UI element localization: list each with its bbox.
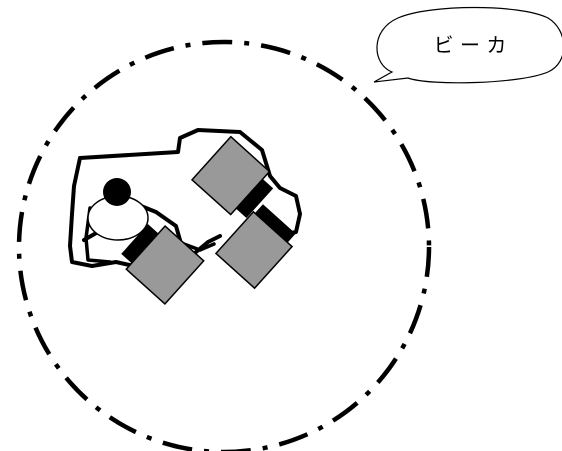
electrode-c-terminal — [254, 204, 296, 243]
sensor-bulb — [87, 178, 149, 241]
electrode-c — [214, 204, 296, 290]
beaker-callout: ビ ー カ — [373, 6, 562, 84]
callout-label: ビ ー カ — [434, 33, 507, 57]
bulb-head — [103, 178, 131, 206]
callout-bubble — [373, 6, 562, 84]
electrode-a-terminal — [236, 178, 274, 219]
connecting-wire — [68, 128, 302, 282]
electrode-b — [121, 224, 205, 306]
electrode-a — [190, 135, 274, 219]
beaker-outline — [16, 39, 432, 451]
electrode-b-terminal — [121, 224, 159, 264]
